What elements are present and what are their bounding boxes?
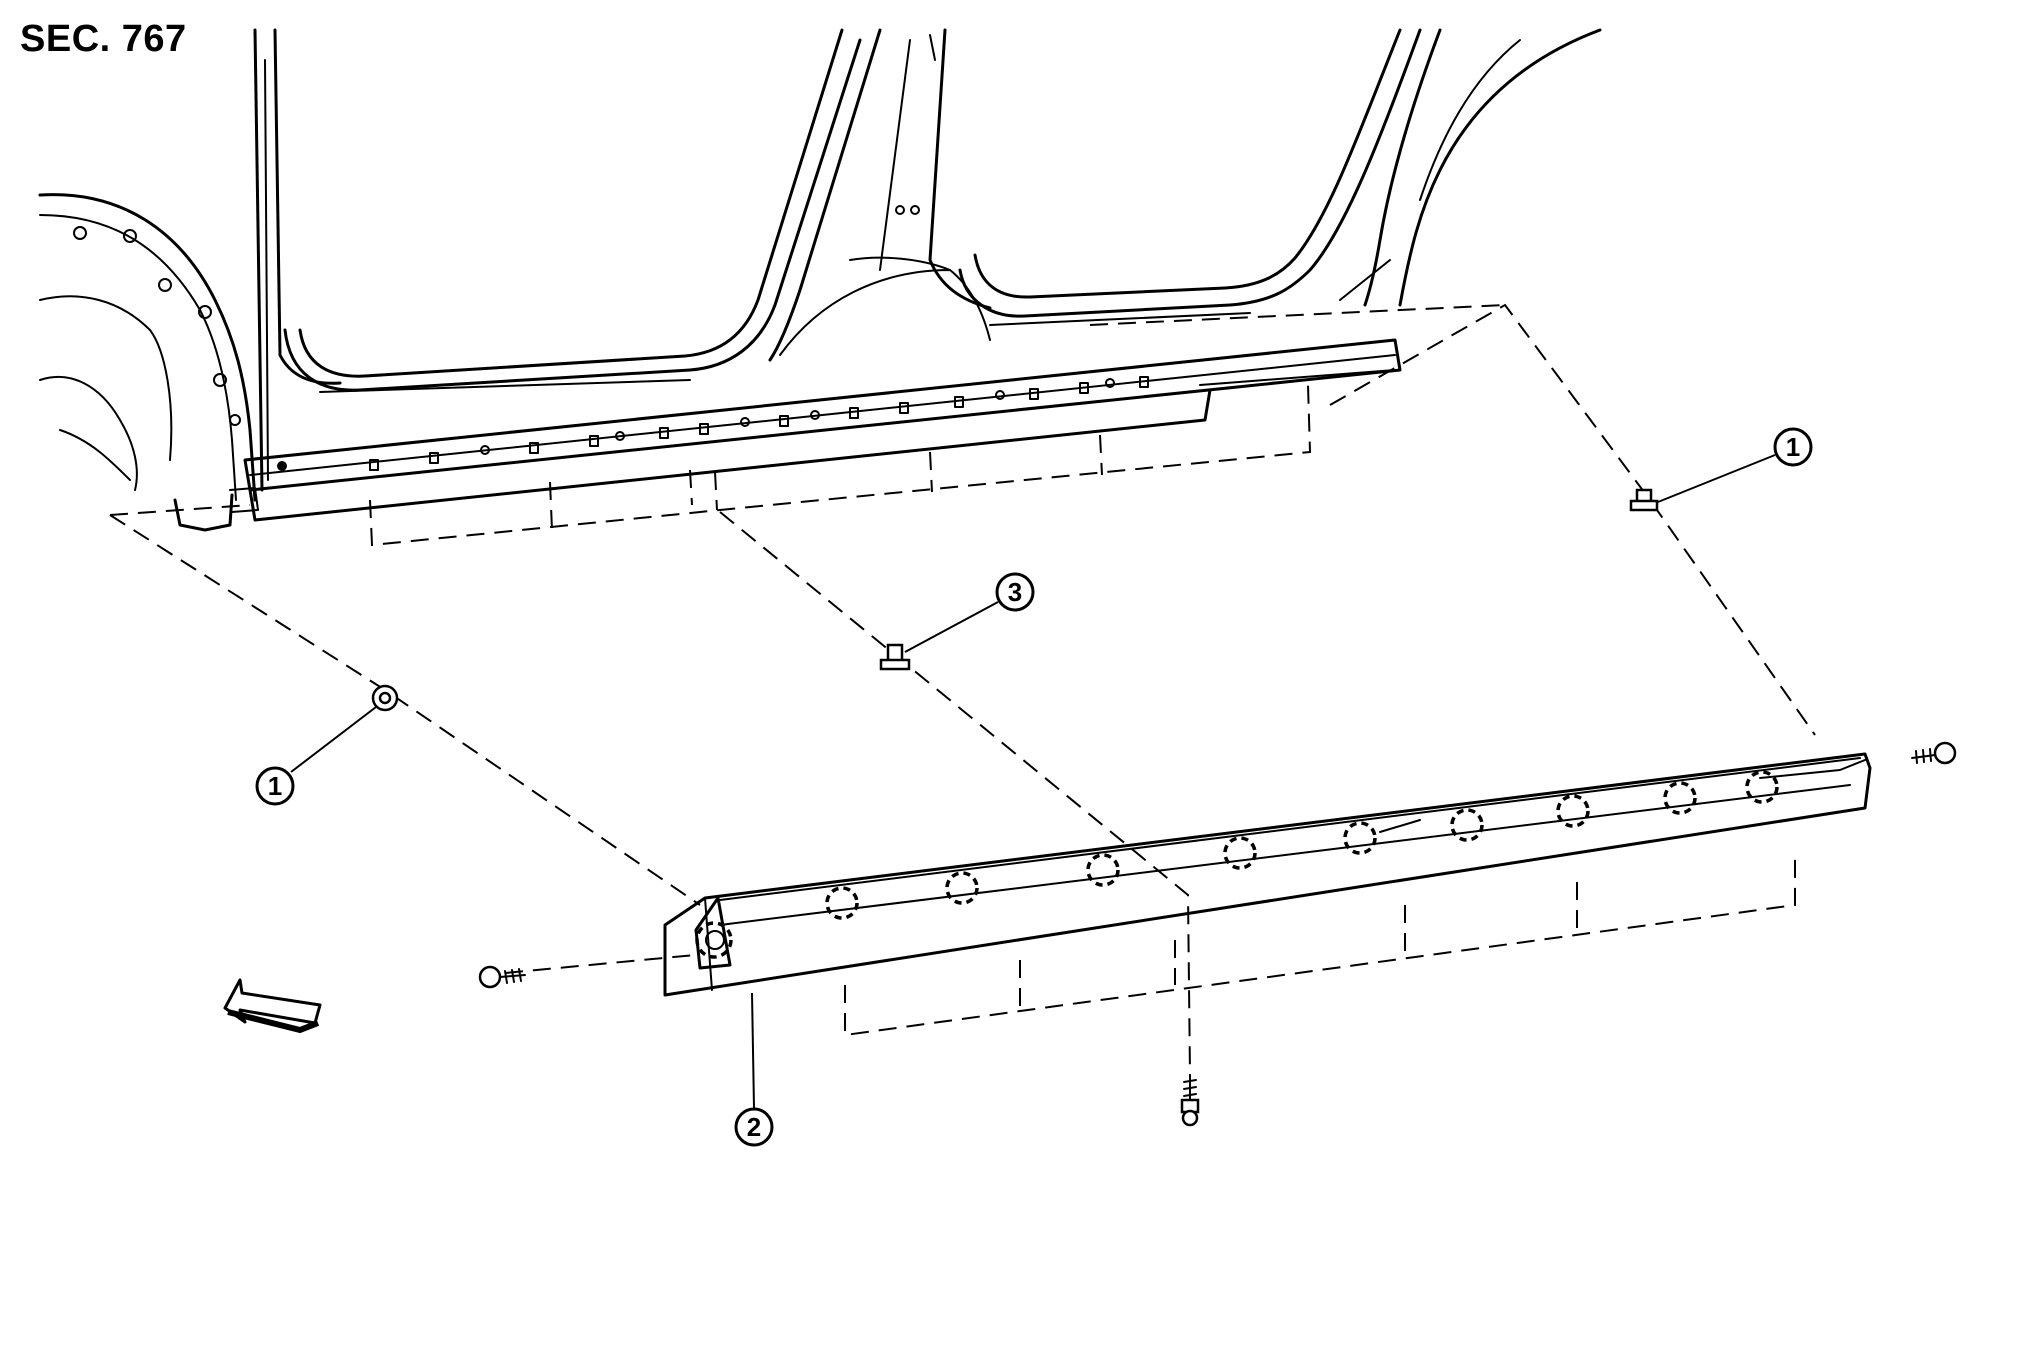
callout-1-right: 1 bbox=[1657, 427, 1813, 503]
vehicle-body-side bbox=[38, 28, 1602, 547]
callout-3: 3 bbox=[904, 572, 1035, 653]
clip-icon bbox=[879, 643, 911, 671]
screw-icon bbox=[1180, 1074, 1200, 1127]
section-label: SEC. 767 bbox=[20, 18, 187, 60]
callout-number: 2 bbox=[747, 1112, 761, 1142]
screw-icon bbox=[1911, 741, 1957, 765]
callout-number: 1 bbox=[1786, 432, 1800, 462]
callout-number: 3 bbox=[1008, 577, 1022, 607]
callout-2: 2 bbox=[734, 992, 774, 1147]
callout-number: 1 bbox=[268, 771, 282, 801]
screw-icon bbox=[478, 965, 526, 989]
sill-slots bbox=[277, 376, 1149, 471]
front-direction-arrow-icon bbox=[223, 978, 322, 1034]
callout-1-left: 1 bbox=[255, 706, 377, 806]
molding-clip-positions bbox=[825, 770, 1779, 920]
sill-molding bbox=[663, 752, 1872, 1037]
clip-icon bbox=[371, 684, 399, 712]
clip-icon bbox=[1629, 488, 1659, 512]
fasteners bbox=[371, 488, 1957, 1127]
assembly-lines bbox=[109, 303, 1816, 1076]
